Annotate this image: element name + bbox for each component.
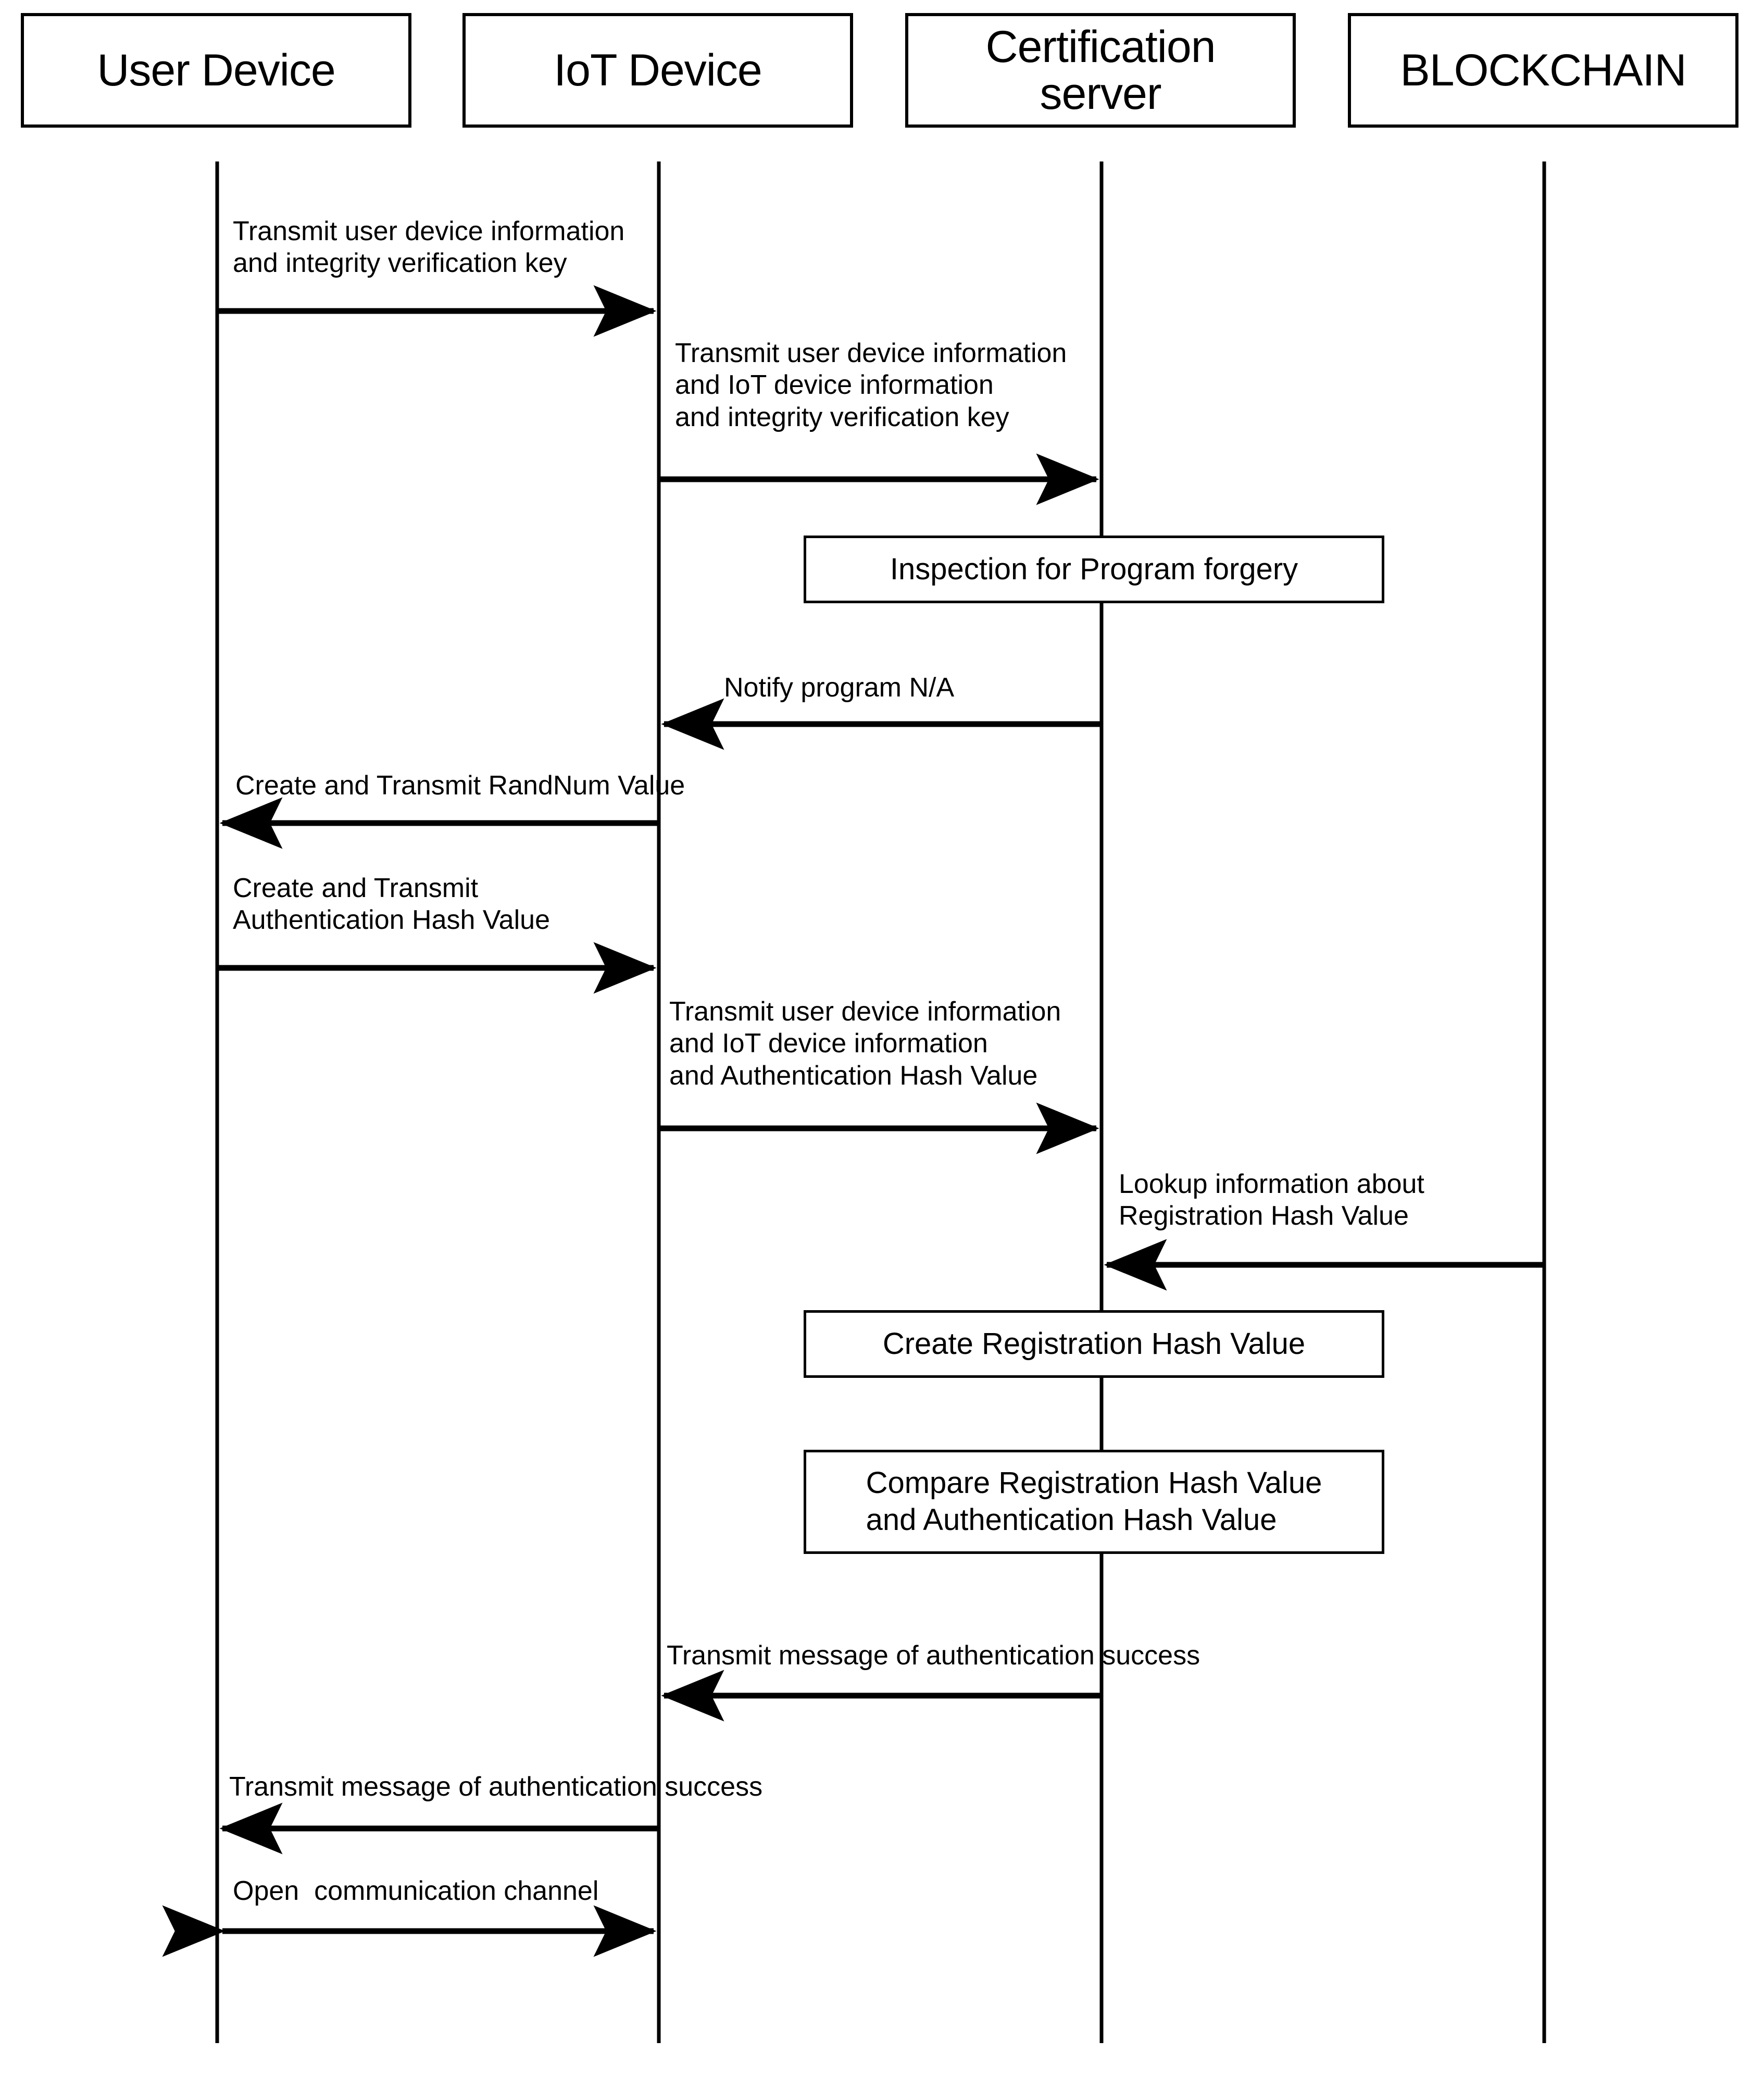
actor-certification-server-label: Certification server bbox=[985, 21, 1216, 119]
actor-iot-device[interactable]: IoT Device bbox=[462, 13, 853, 128]
message-label-msg-7: Lookup information about Registration Ha… bbox=[1119, 1169, 1424, 1231]
message-label-msg-9: Transmit message of authentication succe… bbox=[229, 1772, 763, 1802]
note-inspection-for-program-forgery[interactable]: Inspection for Program forgery bbox=[804, 536, 1384, 603]
note-compare-label: Compare Registration Hash Value and Auth… bbox=[866, 1466, 1322, 1537]
message-label-msg-10: Open communication channel bbox=[233, 1876, 599, 1906]
message-label-msg-5: Create and Transmit Authentication Hash … bbox=[233, 873, 550, 936]
note-compare-hash-values[interactable]: Compare Registration Hash Value and Auth… bbox=[804, 1450, 1384, 1554]
message-label-msg-8: Transmit message of authentication succe… bbox=[667, 1640, 1200, 1671]
actor-user-device[interactable]: User Device bbox=[21, 13, 411, 128]
message-label-msg-6: Transmit user device information and IoT… bbox=[669, 997, 1061, 1091]
message-label-msg-1: Transmit user device information and int… bbox=[233, 216, 625, 279]
note-create-registration-label: Create Registration Hash Value bbox=[882, 1326, 1306, 1361]
actor-certification-server[interactable]: Certification server bbox=[905, 13, 1296, 128]
actor-iot-device-label: IoT Device bbox=[554, 45, 762, 95]
actor-blockchain-label: BLOCKCHAIN bbox=[1400, 45, 1686, 95]
actor-user-device-label: User Device bbox=[97, 45, 335, 95]
message-label-msg-2: Transmit user device information and IoT… bbox=[675, 338, 1067, 432]
lifelines bbox=[215, 161, 1546, 2043]
actor-blockchain[interactable]: BLOCKCHAIN bbox=[1348, 13, 1738, 128]
message-label-msg-3: Notify program N/A bbox=[724, 673, 955, 703]
note-inspection-label: Inspection for Program forgery bbox=[890, 552, 1298, 586]
note-create-registration-hash-value[interactable]: Create Registration Hash Value bbox=[804, 1310, 1384, 1378]
message-label-msg-4: Create and Transmit RandNum Value bbox=[235, 770, 685, 801]
